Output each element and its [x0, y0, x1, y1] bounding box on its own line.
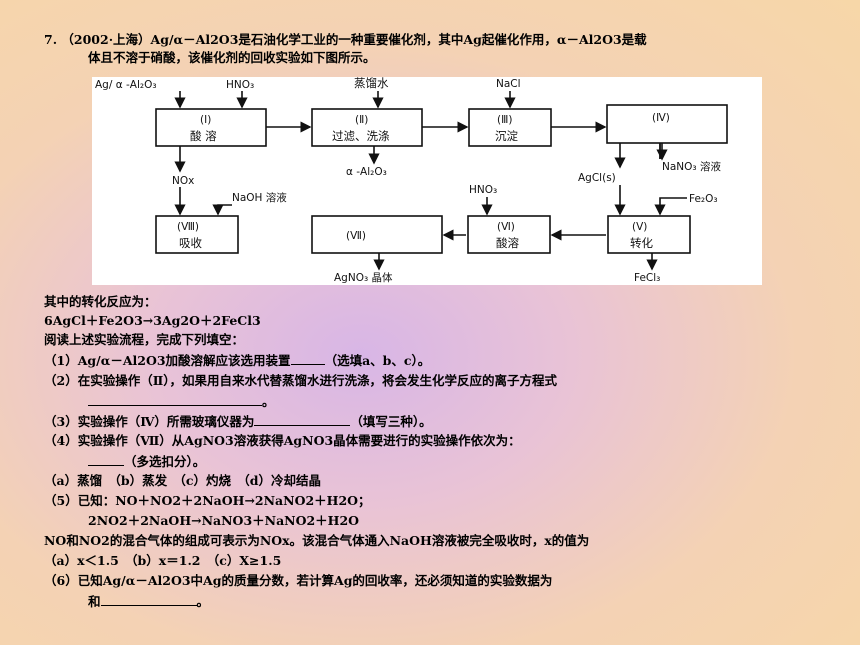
text-conversion-intro: 其中的转化反应为：: [44, 294, 157, 309]
arrow-fe2o3: [654, 197, 687, 216]
flow-diagram: Ag/ α -Al₂O₃ HNO₃ 蒸馏水 NaCl (Ⅰ) 酸 溶 (Ⅱ) 过…: [92, 77, 762, 285]
box-5-num: (Ⅴ): [632, 221, 647, 233]
question-6: （6）已知Ag/α－Al2O3中Ag的质量分数，若计算Ag的回收率，还必须知道的…: [44, 573, 553, 588]
input-fe2o3: Fe₂O₃: [689, 193, 718, 205]
question-1-text: （1）Ag/α－Al2O3加酸溶解应该选用装置: [44, 353, 291, 368]
output-agcl: AgCl(s): [578, 172, 616, 184]
input-nacl: NaCl: [496, 78, 521, 90]
box-2-num: (Ⅱ): [355, 114, 368, 126]
box-acid-dissolve-6: [467, 215, 551, 254]
question-line-1: 7. （2002·上海）Ag/α－Al2O3是石油化学工业的一种重要催化剂，其中…: [44, 32, 647, 47]
question-2: （2）在实验操作（Ⅱ），如果用自来水代替蒸馏水进行洗涤，将会发生化学反应的离子方…: [44, 373, 557, 388]
question-4-options: （a）蒸馏 （b）蒸发 （c）灼烧 （d）冷却结晶: [44, 473, 321, 488]
question-6-answer: 和。: [88, 592, 210, 609]
box-operation-4: [606, 104, 728, 144]
box-4-num: (Ⅳ): [652, 112, 670, 124]
box-8-num: (Ⅷ): [177, 221, 199, 233]
text-instructions: 阅读上述实验流程，完成下列填空：: [44, 332, 245, 347]
box-8-label: 吸收: [179, 236, 202, 250]
blank-3[interactable]: [254, 412, 351, 426]
box-6-label: 酸溶: [496, 236, 519, 250]
box-2-label: 过滤、洗涤: [332, 129, 390, 143]
output-fecl3: FeCl₃: [634, 272, 660, 284]
question-4-answer: （多选扣分）。: [88, 452, 205, 470]
arrow-naoh: [212, 204, 232, 216]
question-5-equation: 2NO2＋2NaOH→NaNO3＋NaNO2＋H2O: [88, 513, 360, 528]
question-1: （1）Ag/α－Al2O3加酸溶解应该选用装置 （选填a、b、c）。: [44, 351, 430, 369]
input-naoh: NaOH 溶液: [232, 191, 287, 204]
question-5-text: NO和NO2的混合气体的组成可表示为NOx。该混合气体通入NaOH溶液被完全吸收…: [44, 533, 590, 548]
blank-2[interactable]: [88, 392, 262, 406]
box-absorb: [155, 215, 239, 254]
blank-4[interactable]: [88, 452, 124, 466]
input-hno3-mid: HNO₃: [469, 184, 497, 196]
box-1-label: 酸 溶: [190, 129, 217, 143]
box-5-label: 转化: [630, 236, 653, 250]
box-operation-7: [311, 215, 443, 254]
text-equation-1: 6AgCl＋Fe2O3→3Ag2O＋2FeCl3: [44, 313, 261, 328]
question-line-2: 体且不溶于硝酸，该催化剂的回收实验如下图所示。: [88, 50, 376, 65]
input-distilled-water: 蒸馏水: [354, 77, 389, 90]
question-1-suffix: （选填a、b、c）。: [324, 353, 431, 368]
input-hno3-top: HNO₃: [226, 79, 254, 91]
blank-6[interactable]: [100, 592, 197, 606]
box-7-num: (Ⅶ): [346, 230, 366, 242]
blank-1[interactable]: [290, 351, 325, 365]
question-5-options: （a）x＜1.5 （b）x＝1.2 （c）X≥1.5: [44, 553, 282, 568]
box-3-label: 沉淀: [495, 129, 518, 143]
box-1-num: (Ⅰ): [200, 114, 211, 126]
box-6-num: (Ⅵ): [497, 221, 515, 233]
question-3: （3）实验操作（Ⅳ）所需玻璃仪器为（填写三种）。: [44, 412, 432, 429]
input-catalyst: Ag/ α -Al₂O₃: [95, 79, 157, 91]
question-2-answer: 。: [88, 392, 275, 410]
box-3-num: (Ⅲ): [497, 114, 512, 126]
output-nano3: NaNO₃ 溶液: [662, 160, 721, 173]
question-5: （5）已知：NO＋NO2＋2NaOH→2NaNO2＋H2O；: [44, 493, 371, 508]
question-4: （4）实验操作（Ⅶ）从AgNO3溶液获得AgNO3晶体需要进行的实验操作依次为：: [44, 433, 521, 448]
output-agno3: AgNO₃ 晶体: [334, 272, 393, 284]
output-nox: NOx: [172, 175, 194, 187]
box-convert: [607, 215, 691, 254]
output-al2o3: α -Al₂O₃: [346, 166, 387, 178]
